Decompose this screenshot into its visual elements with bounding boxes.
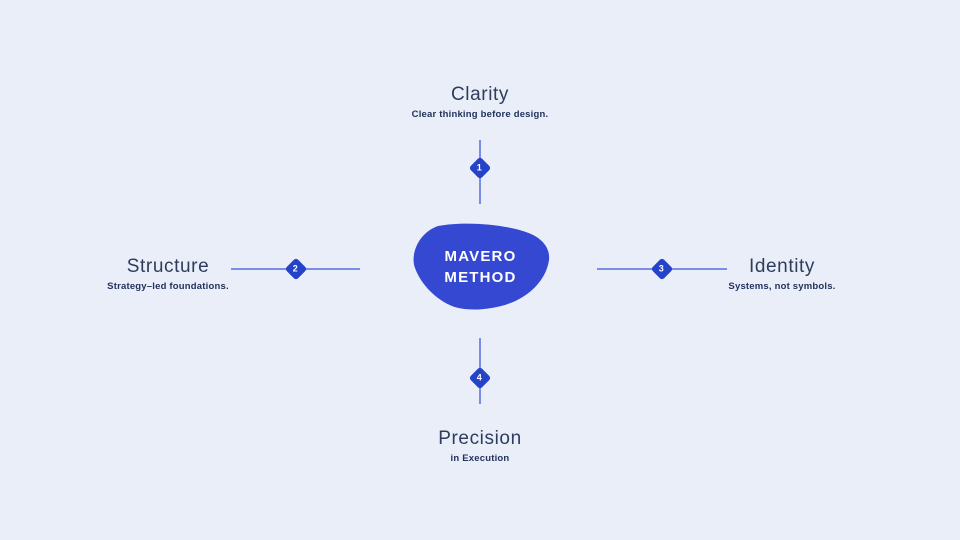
- diamond-number-1: 1: [477, 162, 483, 173]
- diamond-marker-4: 4: [468, 366, 492, 390]
- node-identity: Identity Systems, not symbols.: [642, 256, 922, 292]
- diamond-number-3: 3: [659, 263, 665, 274]
- node-clarity: Clarity Clear thinking before design.: [330, 84, 630, 120]
- node-identity-title: Identity: [748, 256, 816, 277]
- center-label: MAVERO METHOD: [408, 221, 553, 314]
- diamond-marker-1: 1: [468, 156, 492, 180]
- node-structure-subtitle: Strategy–led foundations.: [107, 280, 229, 292]
- diamond-number-4: 4: [477, 372, 483, 383]
- node-precision: Precision in Execution: [330, 428, 630, 464]
- center-title-line1: MAVERO: [444, 248, 517, 266]
- node-clarity-title: Clarity: [450, 84, 510, 105]
- node-structure: Structure Strategy–led foundations.: [28, 256, 308, 292]
- center-blob: MAVERO METHOD: [408, 221, 553, 314]
- node-clarity-subtitle: Clear thinking before design.: [411, 108, 549, 120]
- node-precision-subtitle: in Execution: [450, 452, 510, 464]
- node-precision-title: Precision: [438, 428, 522, 449]
- blob-shape-icon: [413, 223, 550, 310]
- node-structure-title: Structure: [126, 256, 210, 277]
- node-identity-subtitle: Systems, not symbols.: [728, 280, 836, 292]
- diamond-number-2: 2: [293, 263, 299, 274]
- center-title-line2: METHOD: [444, 268, 517, 286]
